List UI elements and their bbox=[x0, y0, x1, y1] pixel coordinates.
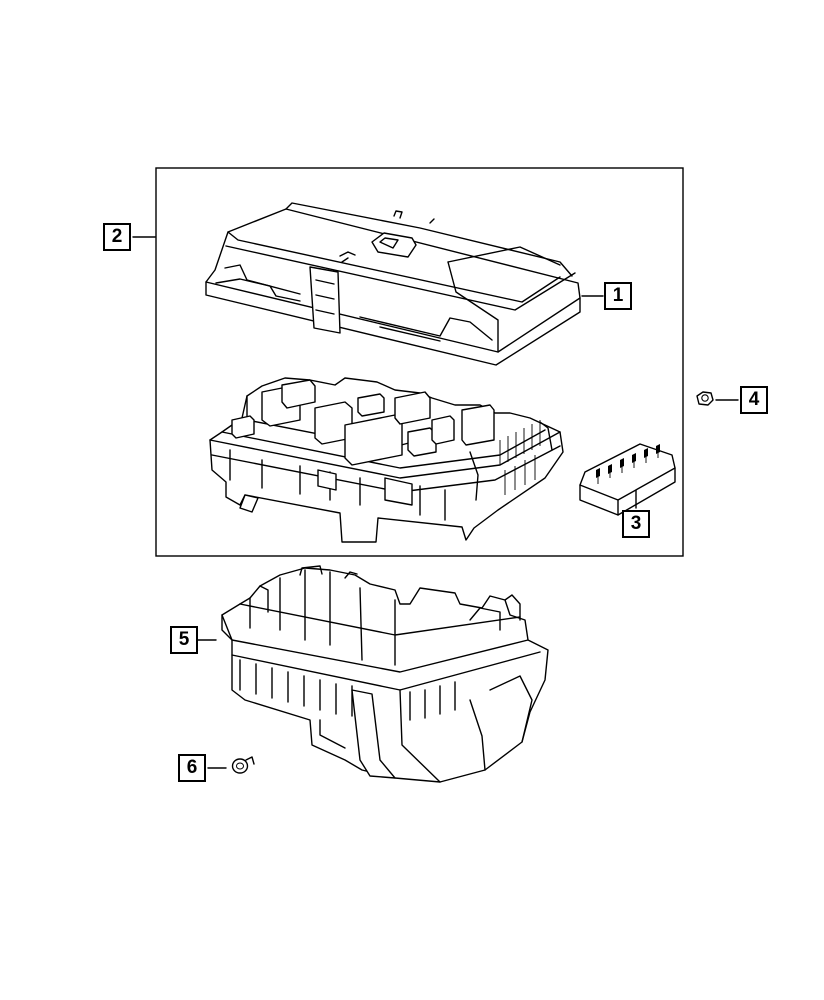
callout-1: 1 bbox=[604, 282, 632, 310]
fuse-box-cover bbox=[205, 202, 581, 366]
assembly-frame bbox=[155, 167, 684, 557]
callout-6: 6 bbox=[178, 754, 206, 782]
screw bbox=[231, 756, 255, 774]
fuse-box-body bbox=[209, 377, 564, 543]
callout-5: 5 bbox=[170, 626, 198, 654]
nut bbox=[696, 391, 714, 406]
callout-3: 3 bbox=[622, 510, 650, 538]
bracket-housing bbox=[221, 565, 549, 783]
terminal-block bbox=[579, 443, 676, 516]
callout-4: 4 bbox=[740, 386, 768, 414]
callout-2: 2 bbox=[103, 223, 131, 251]
